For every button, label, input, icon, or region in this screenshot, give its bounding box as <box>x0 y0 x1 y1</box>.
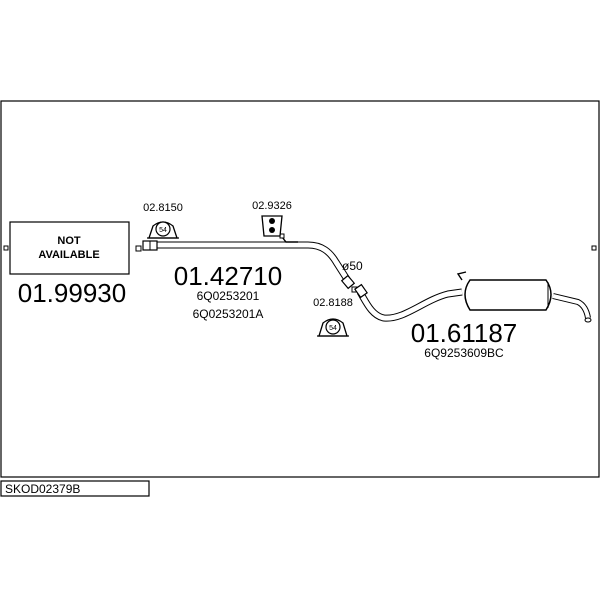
not-available-line1: NOT <box>57 235 81 247</box>
diagram-frame <box>0 100 600 478</box>
front-pipe: 01.42710 6Q0253201 6Q0253201A <box>142 233 356 321</box>
not-available-part: NOT AVAILABLE 01.99930 <box>9 221 130 308</box>
clamp-rear: 02.8188 54 <box>313 297 353 337</box>
rear-silencer-hanger <box>456 271 467 281</box>
right-edge-marker <box>591 245 597 251</box>
rear-silencer-tailpipe-tip <box>584 317 592 323</box>
rear-silencer-part-number: 01.61187 <box>411 318 518 348</box>
clamp-front-size: 54 <box>159 227 167 234</box>
front-pipe-bore <box>145 242 353 286</box>
rear-silencer: 01.61187 6Q9253609BC <box>354 271 592 360</box>
diameter-note: ø50 <box>342 259 363 273</box>
not-available-part-number: 01.99930 <box>18 278 126 308</box>
not-available-box <box>9 221 130 275</box>
not-available-line2: AVAILABLE <box>38 249 99 261</box>
rear-silencer-inlet-bore <box>357 289 463 321</box>
clamp-front-ring <box>155 221 171 237</box>
footer-code-box <box>0 480 150 497</box>
rear-silencer-inlet-flange <box>354 283 368 299</box>
clamp-rear-size: 54 <box>329 325 337 332</box>
hanger-part-number: 02.9326 <box>252 200 292 212</box>
pipe-start-marker <box>135 245 142 252</box>
clamp-rear-ring <box>325 319 341 335</box>
front-pipe-part-number: 01.42710 <box>174 261 282 291</box>
clamp-front: 02.8150 54 <box>143 202 183 239</box>
front-pipe-oem-1: 6Q0253201 <box>197 289 260 303</box>
footer-code-text: SKOD02379B <box>5 482 80 496</box>
front-pipe-hanger-rod <box>281 236 298 243</box>
hanger: 02.9326 <box>252 200 292 237</box>
front-pipe-oem-2: 6Q0253201A <box>193 307 264 321</box>
front-pipe-end-flange <box>340 274 356 290</box>
hanger-hole-top <box>269 218 275 224</box>
hanger-hole-bottom <box>269 227 275 233</box>
footer-code: SKOD02379B <box>0 480 150 497</box>
rear-silencer-tailpipe-bore <box>552 294 590 319</box>
left-edge-marker <box>3 245 9 251</box>
clamp-front-part-number: 02.8150 <box>143 202 183 214</box>
rear-silencer-oem: 6Q9253609BC <box>424 346 504 360</box>
clamp-rear-part-number: 02.8188 <box>313 297 353 309</box>
rear-silencer-body <box>464 279 552 311</box>
hanger-body <box>261 215 283 237</box>
